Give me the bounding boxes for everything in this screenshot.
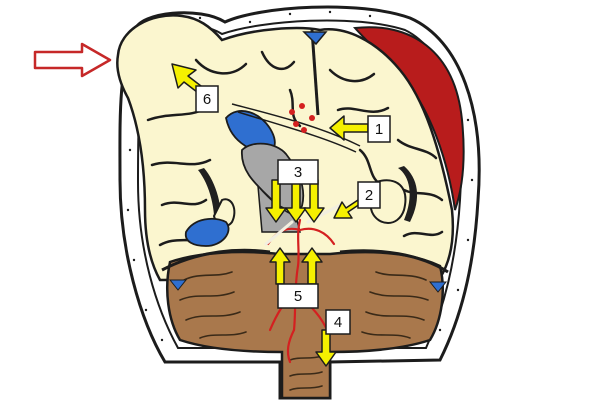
cerebellum xyxy=(161,248,449,400)
vessel-dots xyxy=(289,103,315,133)
label-2-text: 2 xyxy=(365,187,373,204)
label-1-text: 1 xyxy=(375,121,383,138)
label-2: 2 xyxy=(357,181,381,209)
label-5: 5 xyxy=(277,283,319,309)
label-6-text: 6 xyxy=(203,91,211,108)
label-3: 3 xyxy=(277,159,319,185)
label-4-text: 4 xyxy=(334,314,342,331)
label-6: 6 xyxy=(195,85,219,113)
yellow-arrow-icon xyxy=(329,115,369,141)
label-4: 4 xyxy=(325,309,351,335)
label-5-text: 5 xyxy=(294,288,302,305)
outline-arrow-right-icon xyxy=(33,42,112,78)
label-1: 1 xyxy=(367,115,391,143)
yellow-arrow-icon xyxy=(269,247,291,285)
yellow-arrow-icon xyxy=(301,247,323,285)
label-3-text: 3 xyxy=(294,164,302,181)
herniation-arrows xyxy=(171,63,369,367)
